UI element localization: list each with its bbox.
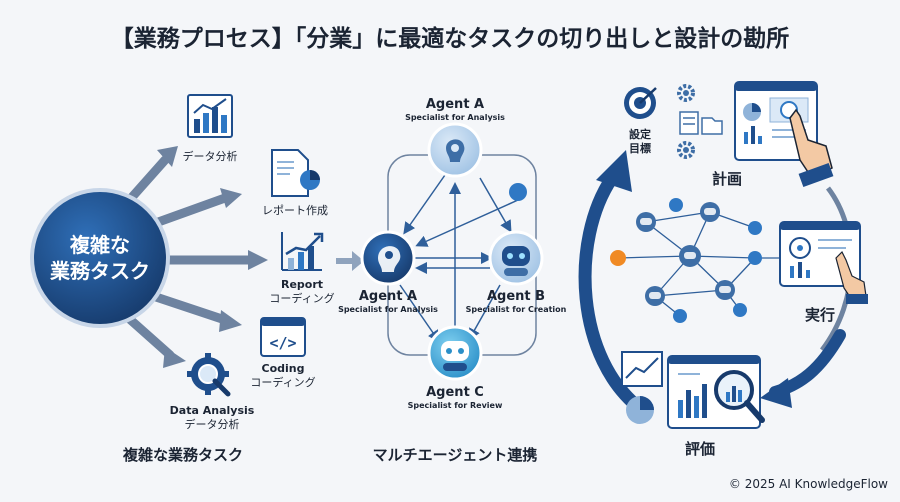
plan-label: 計画 (712, 170, 742, 188)
task-split-arrows (120, 155, 255, 360)
copyright-footer: © 2025 AI KnowledgeFlow (729, 477, 888, 491)
target-goal-icon (624, 87, 657, 119)
cycle-arrowhead-bottom (760, 378, 792, 408)
check-icon (669, 198, 762, 323)
gear-icon (677, 84, 695, 102)
agent-b-role: Specialist for Creation (466, 305, 567, 314)
code-window-icon: </> (260, 317, 306, 357)
item-label-report-en: Report (281, 278, 323, 291)
page-title: 【業務プロセス】「分業」に最適なタスクの切り出しと設計の勘所 (111, 25, 790, 52)
bar-chart-icon (187, 94, 233, 138)
plan-goal-label-2: 目標 (629, 141, 651, 155)
pointing-hand-icon (835, 250, 868, 304)
complex-task-circle (30, 188, 170, 328)
agent-a-left-role: Specialist for Analysis (338, 305, 438, 314)
growth-chart-icon (281, 232, 324, 271)
line-chart-icon (621, 351, 663, 387)
item-label-data-analysis: データ分析 (183, 149, 238, 163)
alert-node (610, 250, 626, 266)
pie-chart-icon (626, 396, 654, 424)
agent-a-left-avatar (360, 230, 416, 286)
report-document-icon (271, 149, 320, 197)
magnifier-icon (714, 370, 765, 423)
svg-text:</>: </> (269, 334, 296, 352)
flow-arrow-left-to-middle (336, 251, 364, 271)
execution-network (610, 198, 780, 323)
connector-node (509, 183, 527, 201)
middle-caption: マルチエージェント連携 (373, 446, 538, 464)
item-label-report-jp: コーディング (269, 291, 334, 305)
item-label-data-analysis-jp: データ分析 (185, 417, 240, 431)
pointing-hand-icon (789, 108, 834, 188)
item-label-coding-jp: コーディング (250, 375, 315, 389)
agent-a-top-role: Specialist for Analysis (405, 113, 505, 122)
cycle-arrow-left (578, 171, 649, 417)
item-label-report: レポート作成 (262, 204, 328, 217)
agent-a-left-name: Agent A (359, 289, 417, 304)
gear-magnifier-icon (187, 353, 231, 397)
agent-b-robot-avatar (488, 230, 544, 286)
item-label-coding-en: Coding (262, 362, 305, 375)
middle-section: Agent A Specialist for Analysis Agent A … (338, 97, 567, 464)
agent-a-top-avatar (427, 122, 483, 178)
gear-icon (677, 141, 695, 159)
evaluate-label: 評価 (685, 440, 715, 458)
item-label-data-analysis-en: Data Analysis (170, 404, 255, 417)
agent-c-robot-avatar (427, 325, 483, 381)
planning-dashboard-icon (734, 81, 818, 161)
left-caption: 複雑な業務タスク (122, 446, 243, 464)
agent-b-name: Agent B (487, 289, 545, 304)
folder-checklist-icon (679, 111, 723, 135)
cycle-arrowhead-left (596, 150, 632, 192)
left-section: 複雑な 業務タスク データ分析 レポート作成 (30, 94, 335, 464)
agent-connections (399, 174, 519, 343)
agent-c-role: Specialist for Review (408, 401, 503, 410)
plan-goal-label-1: 設定 (629, 127, 651, 141)
agent-c-name: Agent C (426, 385, 484, 400)
execute-label: 実行 (805, 306, 835, 324)
complex-task-circle-label-2: 業務タスク (50, 259, 150, 283)
agent-a-top-name: Agent A (426, 97, 484, 112)
complex-task-circle-label-1: 複雑な (70, 233, 130, 257)
task-split-arrowheads (157, 146, 268, 368)
right-section: 設定 目標 (578, 81, 868, 458)
